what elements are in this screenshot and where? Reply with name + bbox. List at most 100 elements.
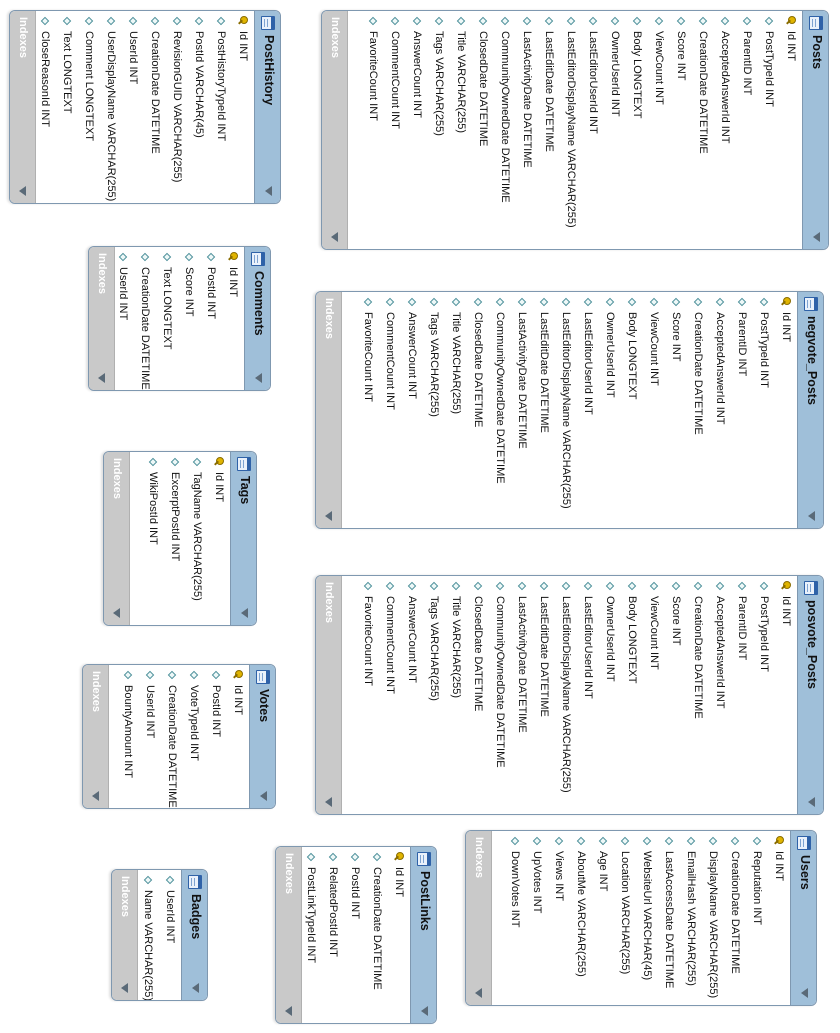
collapse-arrow-icon[interactable] bbox=[801, 988, 808, 998]
collapse-arrow-icon[interactable] bbox=[265, 186, 272, 196]
column-row[interactable]: PostId INT bbox=[205, 669, 227, 737]
column-row[interactable]: ViewCount INT bbox=[643, 580, 665, 670]
collapse-arrow-icon[interactable] bbox=[808, 797, 815, 807]
expand-arrow-icon[interactable] bbox=[121, 983, 128, 993]
table-header[interactable]: Badges bbox=[181, 870, 207, 1000]
column-row[interactable]: ParentID INT bbox=[731, 296, 753, 376]
indexes-section[interactable]: Indexes bbox=[466, 831, 492, 1005]
expand-arrow-icon[interactable] bbox=[475, 988, 482, 998]
indexes-section[interactable]: Indexes bbox=[316, 292, 342, 528]
column-row[interactable]: AcceptedAnswerId INT bbox=[709, 580, 731, 709]
column-row[interactable]: Body LONGTEXT bbox=[621, 580, 643, 683]
primary-key-column[interactable]: Id INT bbox=[222, 251, 244, 297]
column-row[interactable]: Age INT bbox=[592, 835, 614, 891]
collapse-arrow-icon[interactable] bbox=[241, 608, 248, 618]
column-row[interactable]: CreationDate DATETIME bbox=[144, 15, 166, 154]
column-row[interactable]: LastEditorUserId INT bbox=[582, 15, 604, 134]
column-row[interactable]: PostTypeId INT bbox=[753, 580, 775, 672]
expand-arrow-icon[interactable] bbox=[285, 1006, 292, 1016]
column-row[interactable]: Score INT bbox=[665, 580, 687, 646]
primary-key-column[interactable]: Id INT bbox=[388, 851, 410, 897]
column-row[interactable]: LastEditDate DATETIME bbox=[538, 15, 560, 152]
column-row[interactable]: ViewCount INT bbox=[643, 296, 665, 386]
column-row[interactable]: BountyAmount INT bbox=[117, 669, 139, 778]
indexes-section[interactable]: Indexes bbox=[104, 452, 130, 625]
column-row[interactable]: Body LONGTEXT bbox=[621, 296, 643, 399]
column-row[interactable]: PostHistoryTypeId INT bbox=[210, 15, 232, 141]
table-header[interactable]: Comments bbox=[244, 247, 270, 390]
column-row[interactable]: Name VARCHAR(255) bbox=[137, 874, 159, 1001]
column-row[interactable]: OwnerUserId INT bbox=[599, 580, 621, 682]
indexes-section[interactable]: Indexes bbox=[10, 11, 36, 203]
expand-arrow-icon[interactable] bbox=[92, 791, 99, 801]
column-row[interactable]: CreationDate DATETIME bbox=[161, 669, 183, 808]
indexes-section[interactable]: Indexes bbox=[316, 576, 342, 814]
column-row[interactable]: LastEditorDisplayName VARCHAR(255) bbox=[555, 580, 577, 793]
column-row[interactable]: PostId VARCHAR(45) bbox=[188, 15, 210, 138]
primary-key-column[interactable]: Id INT bbox=[780, 15, 802, 61]
column-row[interactable]: ParentID INT bbox=[736, 15, 758, 95]
column-row[interactable]: CreationDate DATETIME bbox=[692, 15, 714, 154]
column-row[interactable]: LastActivityDate DATETIME bbox=[511, 296, 533, 449]
table-header[interactable]: Posts bbox=[802, 11, 828, 249]
column-row[interactable]: TagName VARCHAR(255) bbox=[186, 456, 208, 601]
column-row[interactable]: Tags VARCHAR(255) bbox=[423, 296, 445, 417]
column-row[interactable]: OwnerUserId INT bbox=[604, 15, 626, 117]
column-row[interactable]: Title VARCHAR(255) bbox=[445, 296, 467, 414]
column-row[interactable]: ViewCount INT bbox=[648, 15, 670, 105]
column-row[interactable]: PostLinkTypeId INT bbox=[300, 851, 322, 963]
expand-arrow-icon[interactable] bbox=[113, 608, 120, 618]
column-row[interactable]: RelatedPostId INT bbox=[322, 851, 344, 957]
column-row[interactable]: PostTypeId INT bbox=[753, 296, 775, 388]
column-row[interactable]: LastAccessDate DATETIME bbox=[658, 835, 680, 988]
column-row[interactable]: LastEditDate DATETIME bbox=[533, 580, 555, 717]
column-row[interactable]: FavoriteCount INT bbox=[357, 296, 379, 402]
collapse-arrow-icon[interactable] bbox=[813, 232, 820, 242]
expand-arrow-icon[interactable] bbox=[325, 797, 332, 807]
table-header[interactable]: negvote_Posts bbox=[797, 292, 823, 528]
column-row[interactable]: FavoriteCount INT bbox=[357, 580, 379, 686]
column-row[interactable]: Text LONGTEXT bbox=[156, 251, 178, 350]
column-row[interactable]: CommentCount INT bbox=[384, 15, 406, 129]
column-row[interactable]: LastActivityDate DATETIME bbox=[511, 580, 533, 733]
column-row[interactable]: UserId INT bbox=[139, 669, 161, 738]
column-row[interactable]: CreationDate DATETIME bbox=[687, 580, 709, 719]
column-row[interactable]: UserId INT bbox=[112, 251, 134, 320]
column-row[interactable]: AnswerCount INT bbox=[401, 580, 423, 683]
column-row[interactable]: LastActivityDate DATETIME bbox=[516, 15, 538, 168]
table-header[interactable]: PostHistory bbox=[254, 11, 280, 203]
table-header[interactable]: PostLinks bbox=[410, 847, 436, 1023]
column-row[interactable]: CreationDate DATETIME bbox=[724, 835, 746, 974]
column-row[interactable]: CommunityOwnedDate DATETIME bbox=[489, 580, 511, 768]
column-row[interactable]: Title VARCHAR(255) bbox=[445, 580, 467, 698]
column-row[interactable]: LastEditorDisplayName VARCHAR(255) bbox=[560, 15, 582, 228]
column-row[interactable]: Body LONGTEXT bbox=[626, 15, 648, 118]
primary-key-column[interactable]: Id INT bbox=[775, 296, 797, 342]
column-row[interactable]: CommentCount INT bbox=[379, 296, 401, 410]
collapse-arrow-icon[interactable] bbox=[192, 983, 199, 993]
column-row[interactable]: Score INT bbox=[665, 296, 687, 362]
column-row[interactable]: DownVotes INT bbox=[504, 835, 526, 927]
column-row[interactable]: Score INT bbox=[178, 251, 200, 317]
primary-key-column[interactable]: Id INT bbox=[232, 15, 254, 61]
column-row[interactable]: CreationDate DATETIME bbox=[366, 851, 388, 990]
column-row[interactable]: ClosedDate DATETIME bbox=[472, 15, 494, 146]
column-row[interactable]: Views INT bbox=[548, 835, 570, 901]
column-row[interactable]: PostTypeId INT bbox=[758, 15, 780, 107]
expand-arrow-icon[interactable] bbox=[331, 232, 338, 242]
table-header[interactable]: Tags bbox=[230, 452, 256, 625]
primary-key-column[interactable]: Id INT bbox=[227, 669, 249, 715]
column-row[interactable]: EmailHash VARCHAR(255) bbox=[680, 835, 702, 986]
expand-arrow-icon[interactable] bbox=[98, 373, 105, 383]
column-row[interactable]: Reputation INT bbox=[746, 835, 768, 925]
indexes-section[interactable]: Indexes bbox=[276, 847, 302, 1023]
table-header[interactable]: Users bbox=[790, 831, 816, 1005]
primary-key-column[interactable]: Id INT bbox=[775, 580, 797, 626]
column-row[interactable]: AcceptedAnswerId INT bbox=[709, 296, 731, 425]
column-row[interactable]: VoteTypeId INT bbox=[183, 669, 205, 761]
indexes-section[interactable]: Indexes bbox=[89, 247, 115, 390]
column-row[interactable]: CommentCount INT bbox=[379, 580, 401, 694]
column-row[interactable]: LastEditorDisplayName VARCHAR(255) bbox=[555, 296, 577, 509]
column-row[interactable]: CommunityOwnedDate DATETIME bbox=[489, 296, 511, 484]
column-row[interactable]: OwnerUserId INT bbox=[599, 296, 621, 398]
